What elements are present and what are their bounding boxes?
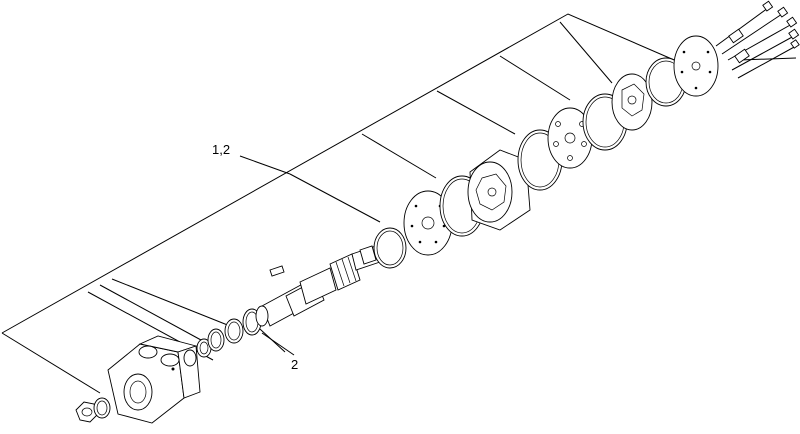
o-ring-1-inner	[376, 230, 404, 266]
end-cap	[673, 35, 719, 97]
housing-body	[107, 335, 201, 424]
drive-shaft	[255, 245, 381, 327]
valve-disc	[611, 73, 653, 131]
callout-label-2: 2	[291, 357, 299, 372]
gerotor-set	[467, 149, 531, 231]
callout-label-1-2: 1,2	[212, 142, 231, 157]
outline-bracket	[1, 13, 689, 394]
nut-and-washer	[75, 397, 111, 423]
seal-rings	[183, 308, 262, 367]
bolts	[715, 0, 800, 79]
o-ring-1	[373, 227, 407, 269]
